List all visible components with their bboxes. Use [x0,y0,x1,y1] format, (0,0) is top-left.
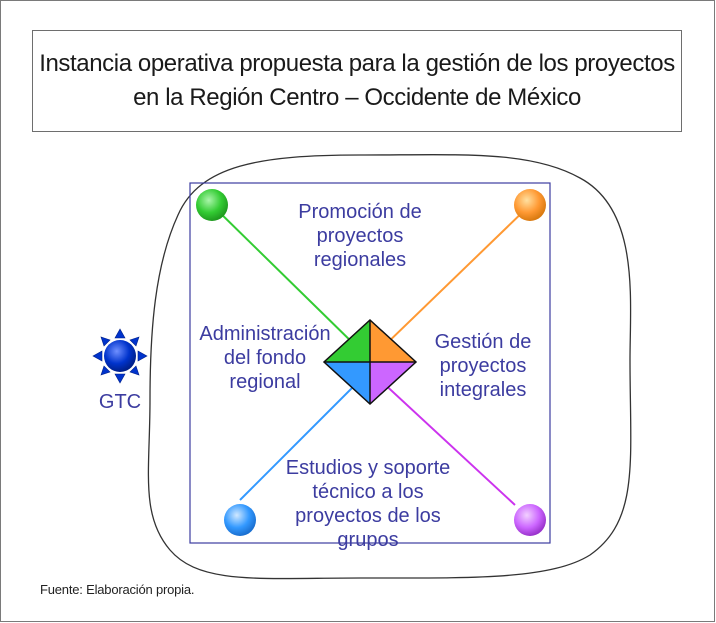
label-right: Gestión de proyectos integrales [434,331,532,401]
diagram-title: Instancia operativa propuesta para la ge… [37,47,677,115]
corner-circle-green [196,189,228,221]
title-line-1: Instancia operativa propuesta para la ge… [39,50,675,77]
label-left: Administración del fondo regional [199,323,331,393]
central-square [189,182,551,544]
central-diamond [322,318,418,406]
line-purple [379,379,516,506]
corner-circle-purple [514,504,546,536]
corner-circle-blue [224,504,256,536]
label-gtc: GTC [98,391,142,413]
line-orange [379,204,531,351]
outer-boundary [147,154,632,580]
line-green [211,204,361,351]
line-blue [239,379,361,501]
source-note: Fuente: Elaboración propia. [40,582,195,597]
label-bottom: Estudios y soporte técnico a los proyect… [285,457,451,551]
label-top: Promoción de proyectos regionales [298,201,422,271]
sun-icon [92,328,148,384]
corner-circle-orange [514,189,546,221]
title-line-2: en la Región Centro – Occidente de Méxic… [133,84,581,111]
title-box: Instancia operativa propuesta para la ge… [32,30,682,132]
